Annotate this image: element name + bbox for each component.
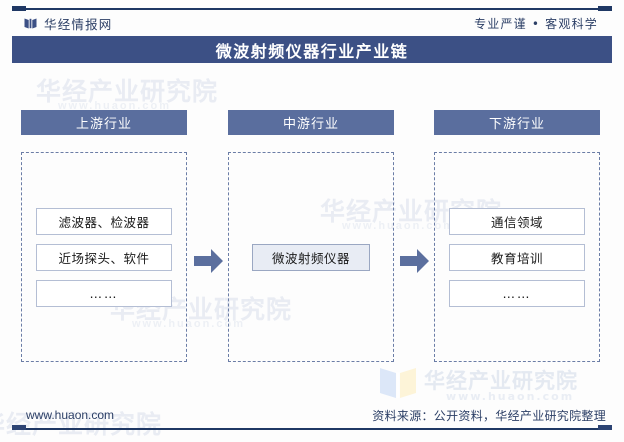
top-divider-left-cap [12,6,26,11]
bottom-divider-right-cap [598,425,612,430]
arrow-right-icon [194,248,224,274]
bottom-divider [12,428,612,430]
top-divider-right-cap [598,6,612,11]
chain-item[interactable]: …… [36,279,172,307]
chain-item[interactable]: 通信领域 [449,207,585,235]
value-chain-columns: 上游行业 滤波器、检波器 近场探头、软件 …… 中游行业 微波射频仪器 下游行业… [0,110,624,370]
watermark-brand: 华经产业研究院 [424,369,578,393]
column-header-label: 下游行业 [488,117,545,132]
column-header-label: 中游行业 [282,117,339,132]
chain-item[interactable]: …… [449,279,585,307]
column-body-upstream: 滤波器、检波器 近场探头、软件 …… [21,152,187,362]
watermark-open-book-icon [378,364,418,400]
chain-item[interactable]: 教育培训 [449,243,585,271]
column-body-midstream: 微波射频仪器 [228,152,394,362]
footer-bar: www.huaon.com 资料来源：公开资料，华经产业研究院整理 [12,403,612,427]
title-band: 微波射频仪器行业产业链 [12,36,612,63]
column-header-label: 上游行业 [75,117,132,132]
watermark-brand-url: www.huaon.com [446,390,575,403]
column-header-upstream: 上游行业 [21,110,187,135]
column-header-downstream: 下游行业 [434,110,600,135]
column-midstream: 中游行业 微波射频仪器 [228,110,394,362]
page-title: 微波射频仪器行业产业链 [215,41,409,61]
arrow-right-icon [400,248,430,274]
chain-item[interactable]: 近场探头、软件 [36,243,172,271]
column-body-downstream: 通信领域 教育培训 …… [434,152,600,362]
footer-source: 资料来源：公开资料，华经产业研究院整理 [372,408,606,423]
bottom-divider-left-cap [12,425,26,430]
brand-block: 华经情报网 [12,14,113,33]
chain-item[interactable]: 滤波器、检波器 [36,207,172,235]
footer-url[interactable]: www.huaon.com [26,408,115,422]
column-header-midstream: 中游行业 [228,110,394,135]
watermark-text: 华经产业研究院 [36,78,219,106]
brand-tagline: 专业严谨 • 客观科学 [474,16,598,31]
chain-item[interactable]: 微波射频仪器 [252,243,370,271]
open-book-icon [24,17,37,30]
column-downstream: 下游行业 通信领域 教育培训 …… [434,110,600,362]
top-divider [12,8,612,10]
brand-name: 华经情报网 [44,16,113,32]
column-upstream: 上游行业 滤波器、检波器 近场探头、软件 …… [21,110,187,362]
brand-bar: 华经情报网 专业严谨 • 客观科学 [12,12,612,34]
